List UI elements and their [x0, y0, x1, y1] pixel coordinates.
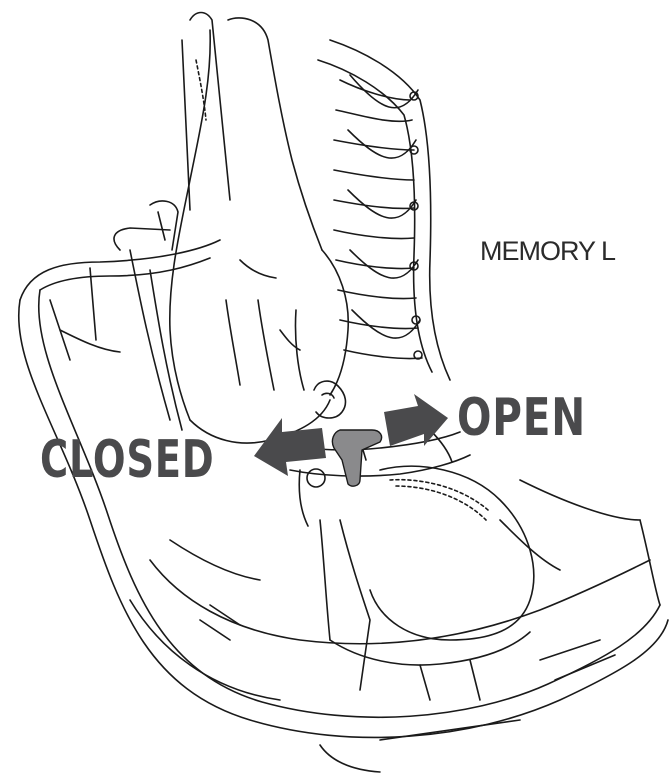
binding-frame: [19, 240, 668, 772]
memory-lever: [332, 430, 381, 486]
closed-label: CLOSED: [40, 430, 214, 490]
memory-lever-label: MEMORY L: [480, 236, 615, 267]
highback: [114, 201, 182, 430]
closed-arrow: [254, 418, 326, 476]
boot-shaft: [182, 13, 450, 381]
hand: [170, 18, 348, 443]
toe-box: [320, 466, 560, 700]
open-label: OPEN: [457, 388, 586, 448]
